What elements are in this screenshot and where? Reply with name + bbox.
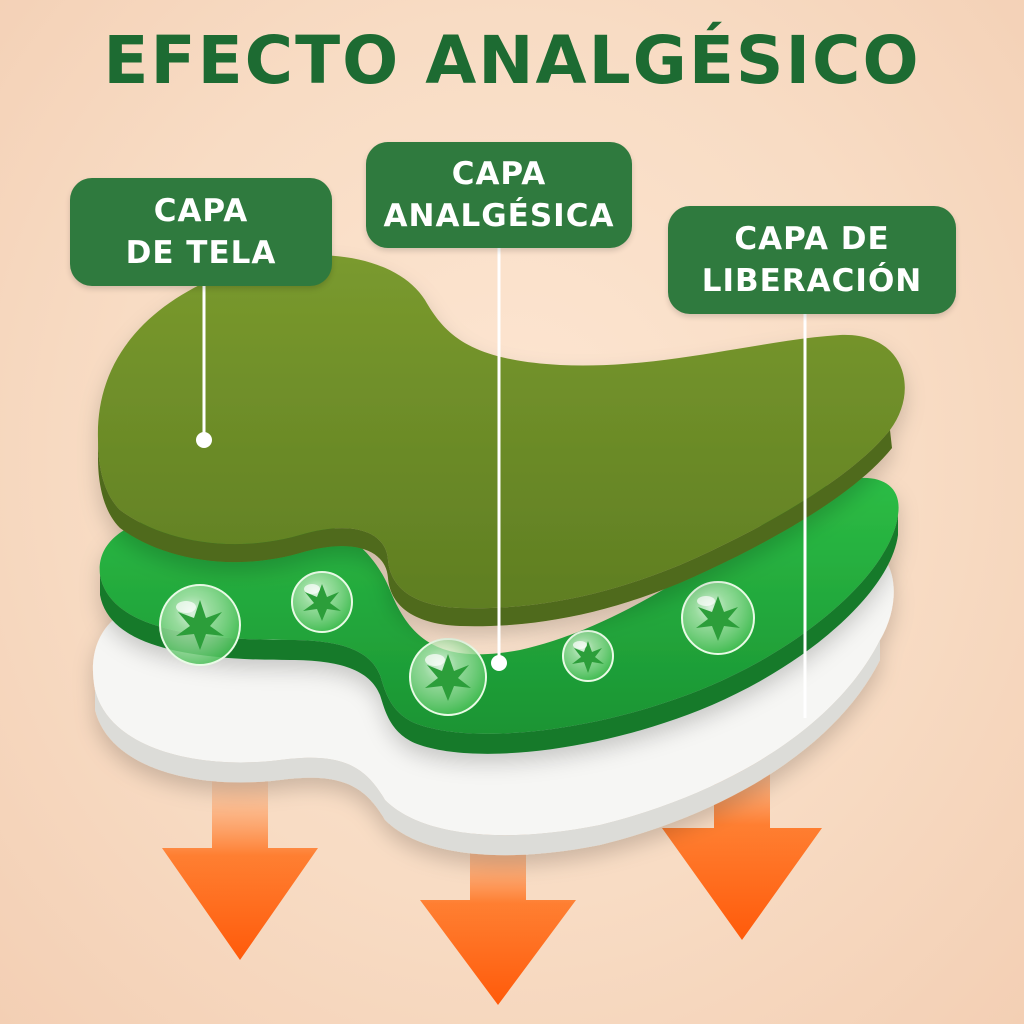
leader-fabric — [196, 286, 212, 448]
label-line: CAPA DE — [734, 221, 890, 257]
label-line: DE TELA — [125, 235, 277, 271]
arrow-right — [662, 730, 822, 940]
arrow-left — [162, 770, 318, 960]
herbal-bubble-icon — [409, 638, 487, 716]
herbal-bubble-icon — [159, 584, 241, 666]
herbal-bubble-icon — [291, 571, 353, 633]
leader-analgesic — [491, 248, 507, 671]
label-line: ANALGÉSICA — [383, 198, 615, 234]
label-line: LIBERACIÓN — [701, 263, 923, 299]
label-fabric-layer: CAPA DE TELA — [70, 178, 332, 286]
label-analgesic-layer: CAPA ANALGÉSICA — [366, 142, 632, 248]
herbal-bubble-icon — [681, 581, 755, 655]
herbal-bubble-icon — [562, 630, 614, 682]
fabric-layer — [97, 255, 905, 627]
label-line: CAPA — [153, 193, 249, 229]
label-line: CAPA — [451, 156, 547, 192]
label-release-layer: CAPA DE LIBERACIÓN — [668, 206, 956, 314]
arrow-center — [420, 820, 576, 1005]
page-title: EFECTO ANALGÉSICO — [103, 22, 921, 99]
